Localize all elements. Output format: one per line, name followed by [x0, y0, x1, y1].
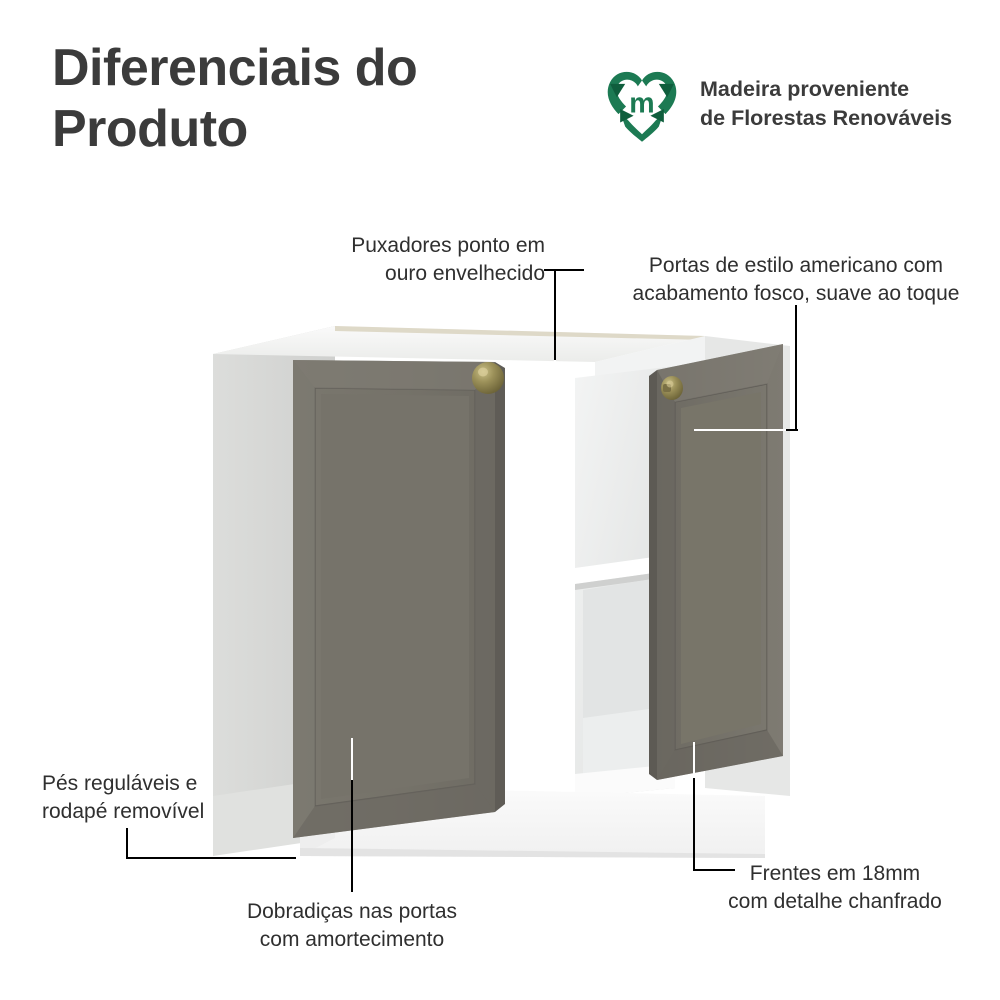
eco-logo-letter: m	[629, 87, 654, 119]
leader-handles-horizontal	[544, 269, 584, 272]
door-knob-right	[661, 376, 683, 400]
leader-doors-vertical	[795, 305, 798, 431]
callout-hinges: Dobradiças nas portas com amortecimento	[246, 900, 458, 951]
leader-fronts-vertical-tip	[693, 742, 696, 780]
product-illustration	[205, 318, 815, 878]
leader-fronts-horizontal	[693, 869, 735, 872]
leader-feet-vertical	[126, 828, 129, 859]
leader-feet-horizontal	[126, 857, 296, 860]
leader-fronts-vertical	[693, 778, 696, 871]
door-right	[649, 344, 783, 780]
eco-badge-text: Madeira proveniente de Florestas Renováv…	[700, 77, 953, 130]
page-title: Diferenciais do Produto	[52, 39, 418, 159]
callout-handles: Puxadores ponto em ouro envelhecido	[351, 234, 545, 285]
callout-feet: Pés reguláveis e rodapé removível	[42, 772, 205, 823]
leader-doors-horizontal-tip	[694, 429, 786, 432]
callout-doors: Portas de estilo americano com acabament…	[632, 254, 960, 305]
callout-fronts: Frentes em 18mm com detalhe chanfrado	[728, 862, 942, 913]
leader-handles-vertical-tip	[554, 360, 557, 380]
recycling-heart-icon: m	[600, 62, 684, 146]
eco-badge: m Madeira proveniente de Florestas Renov…	[600, 62, 952, 146]
leader-hinges-vertical-tip	[351, 738, 354, 782]
door-knob-left	[472, 362, 504, 394]
door-left	[293, 360, 505, 838]
leader-doors-horizontal	[780, 429, 798, 432]
leader-handles-vertical	[554, 269, 557, 367]
leader-hinges-vertical	[351, 780, 354, 892]
